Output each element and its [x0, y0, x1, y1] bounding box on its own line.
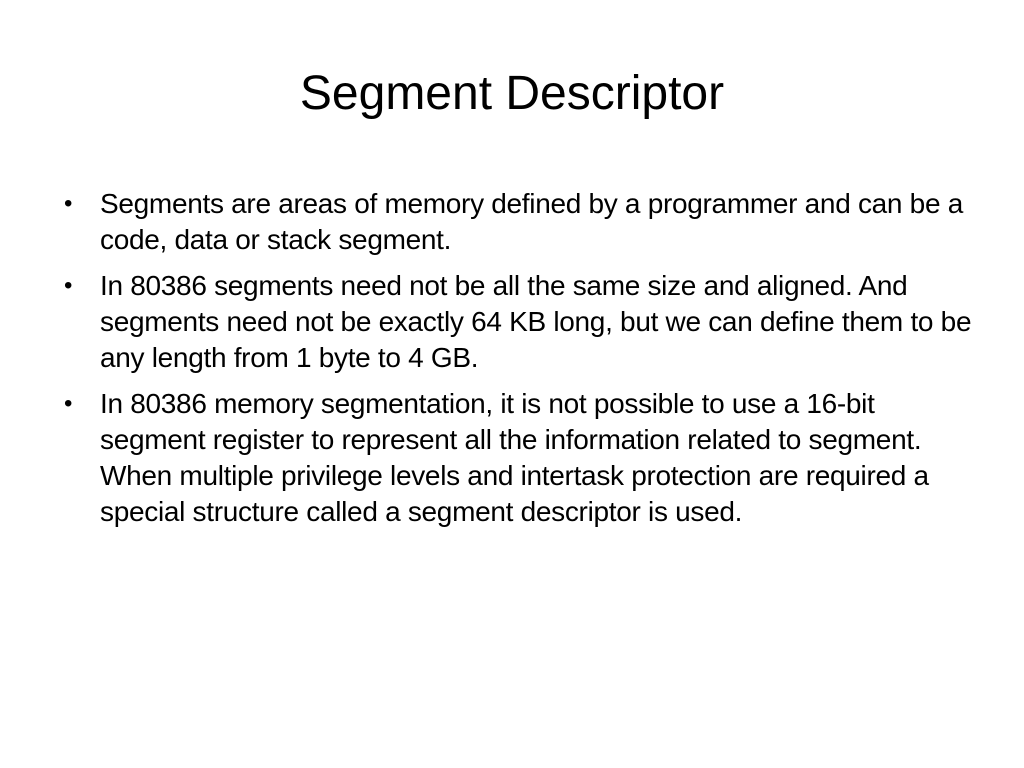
bullet-item: • In 80386 segments need not be all the …	[62, 268, 972, 376]
bullet-text: Segments are areas of memory defined by …	[100, 188, 963, 255]
bullet-text: In 80386 memory segmentation, it is not …	[100, 388, 929, 527]
bullet-item: • In 80386 memory segmentation, it is no…	[62, 386, 972, 530]
bullet-dot-icon: •	[64, 390, 73, 417]
bullet-item: • Segments are areas of memory defined b…	[62, 186, 972, 258]
bullet-text: In 80386 segments need not be all the sa…	[100, 270, 972, 373]
bullet-dot-icon: •	[64, 190, 73, 217]
bullet-list: • Segments are areas of memory defined b…	[62, 186, 972, 540]
slide-title: Segment Descriptor	[299, 67, 725, 120]
bullet-dot-icon: •	[64, 272, 73, 299]
